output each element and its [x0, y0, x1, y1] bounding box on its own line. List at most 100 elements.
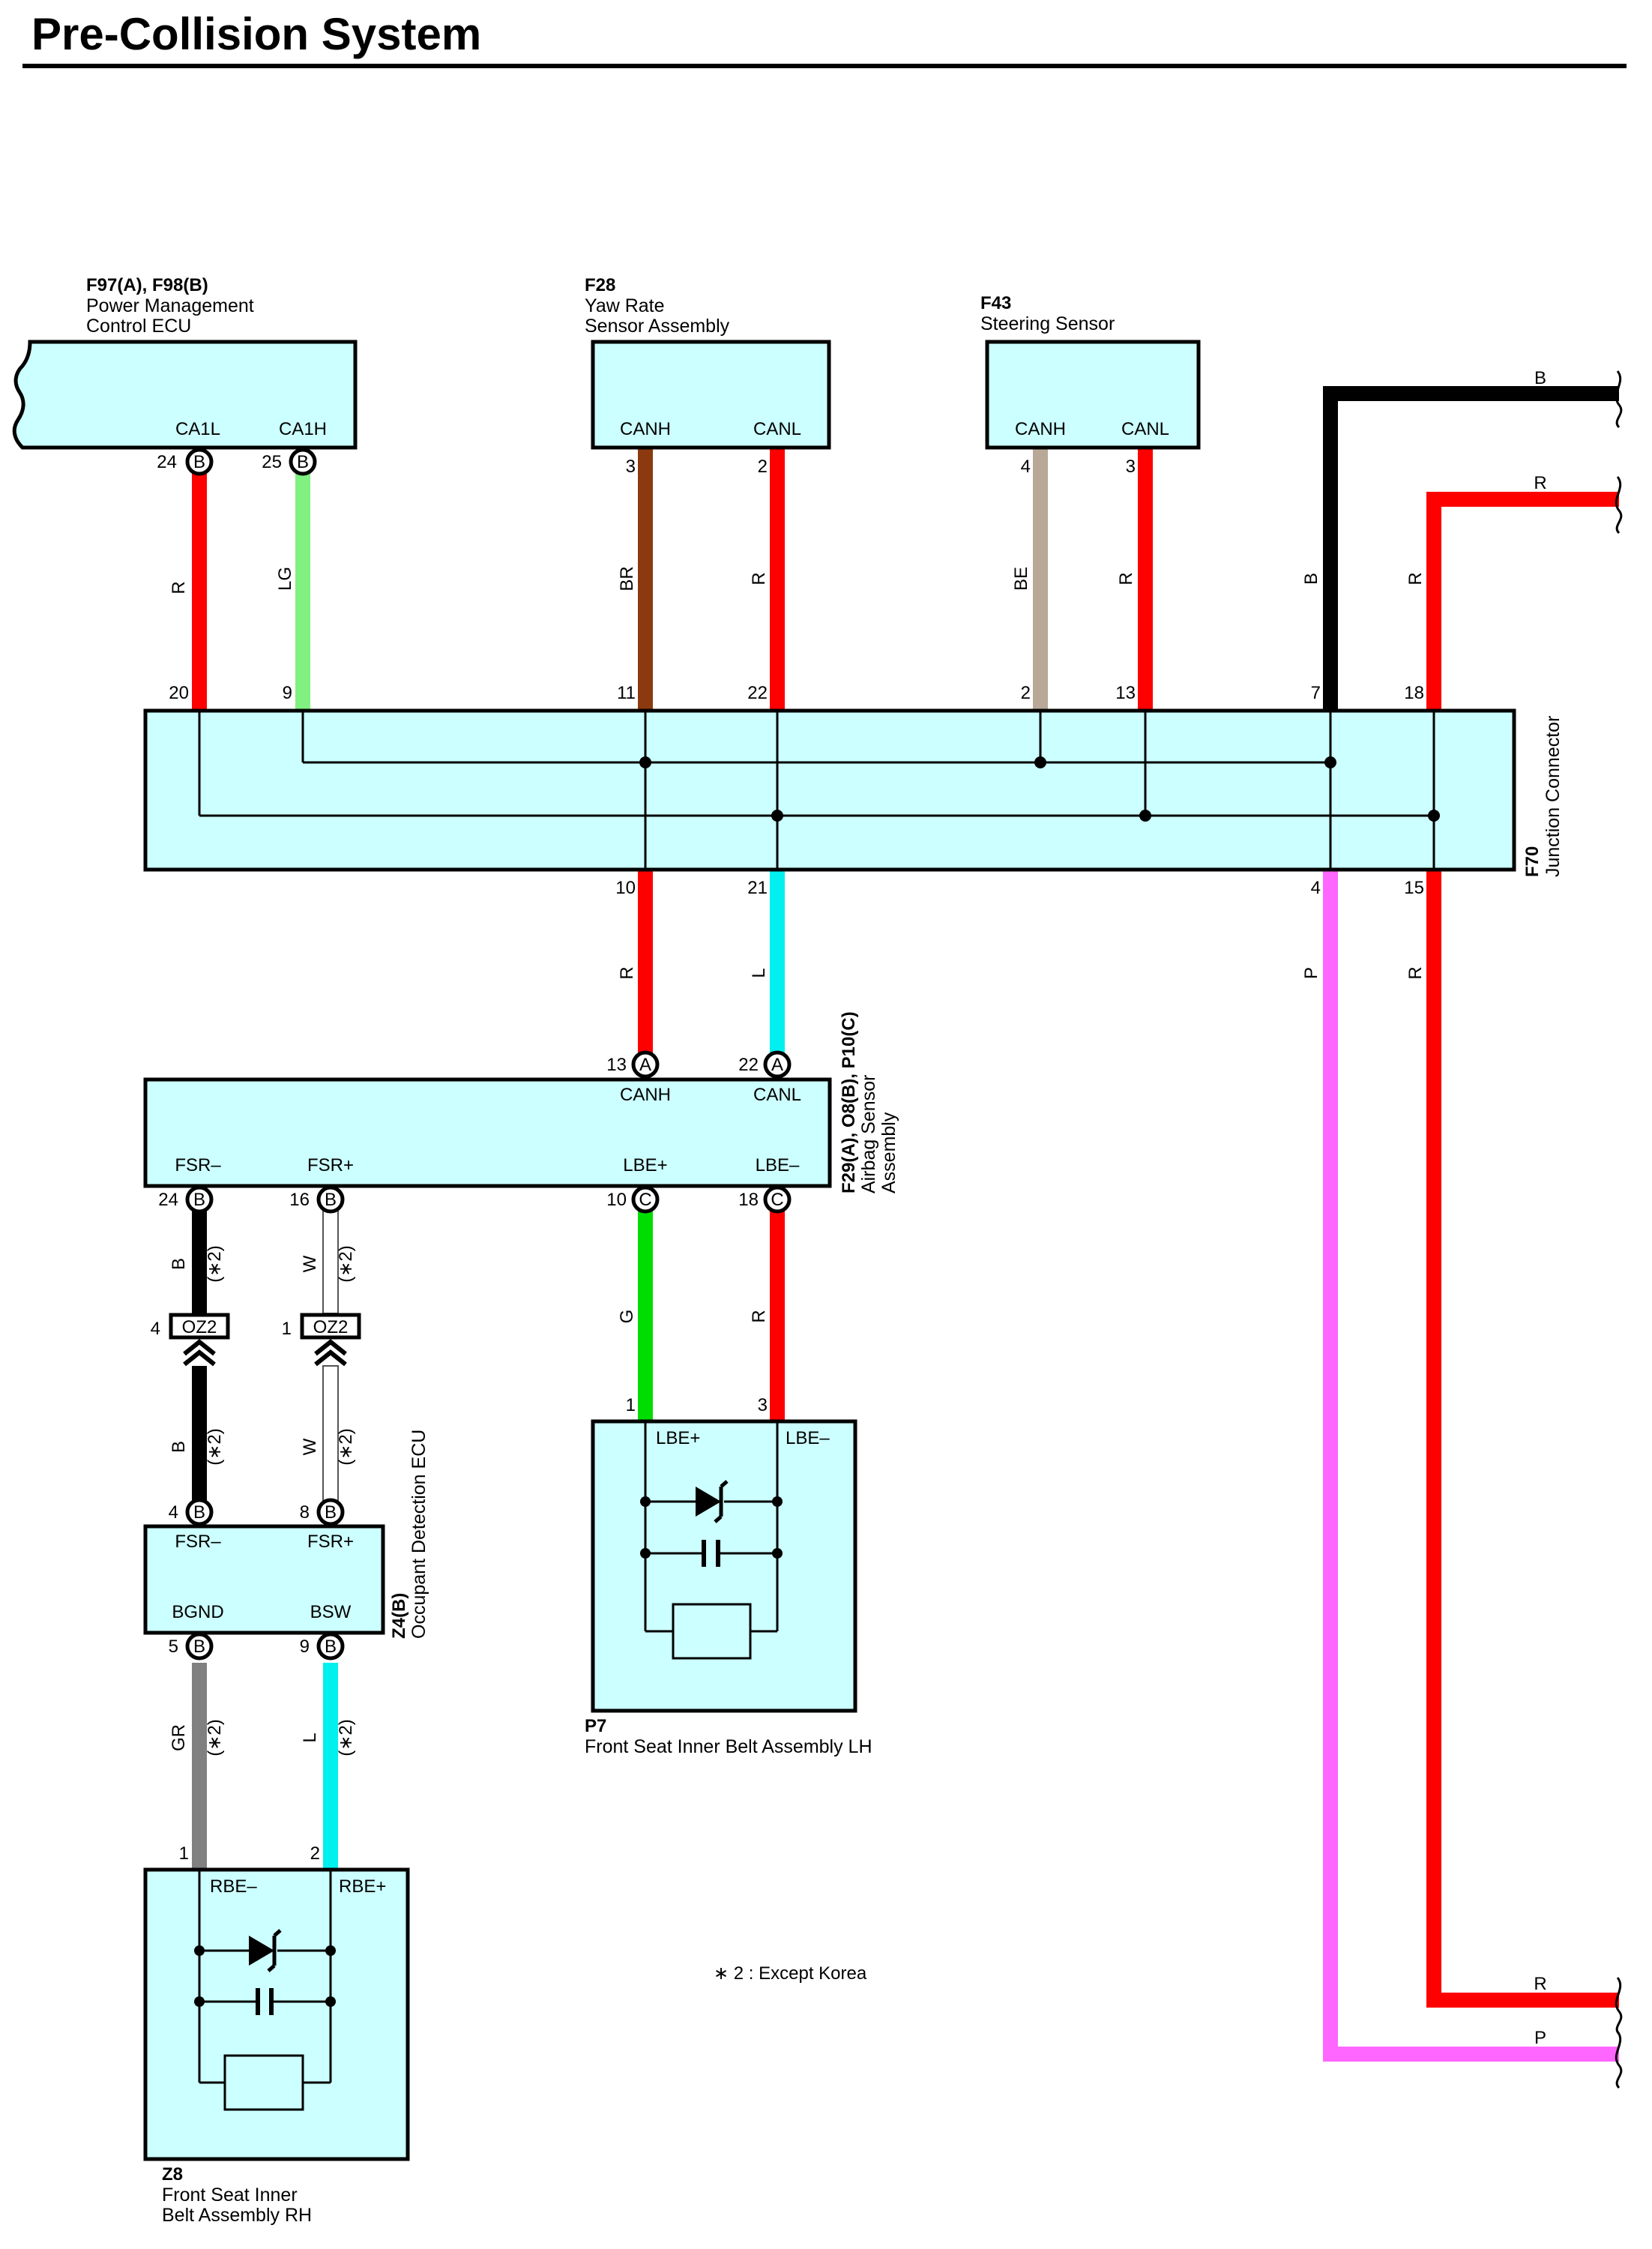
marker-airbag-13: A: [631, 1050, 660, 1079]
svg-text:13: 13: [1115, 683, 1136, 703]
belt-rh-name-1: Front Seat Inner: [162, 2185, 298, 2206]
pmc-ecu-box: [12, 340, 358, 450]
svg-text:(∗2): (∗2): [205, 1719, 225, 1756]
svg-text:B: B: [1534, 368, 1546, 388]
svg-text:BE: BE: [1011, 567, 1031, 591]
svg-text:25: 25: [262, 452, 282, 472]
svg-text:3: 3: [1126, 457, 1136, 477]
wire-oz2-b: [192, 1366, 207, 1502]
belt-lh-box: [591, 1419, 857, 1713]
svg-text:(∗2): (∗2): [336, 1719, 356, 1756]
pin-name-occ-bgnd: BGND: [172, 1602, 223, 1622]
occupant-ecu-name: Occupant Detection ECU: [409, 1430, 429, 1639]
marker-airbag-22: A: [763, 1050, 792, 1079]
marker-pmc-25: B: [289, 448, 317, 476]
pin-name-airbag-fsr-plus: FSR+: [307, 1155, 354, 1175]
wires: [192, 386, 1619, 2062]
svg-text:18: 18: [1404, 683, 1424, 703]
svg-text:(∗2): (∗2): [336, 1245, 356, 1282]
wire-steer-canl: [1138, 448, 1153, 712]
svg-text:A: A: [639, 1055, 651, 1075]
capacitor-icon: [256, 1988, 274, 2015]
pin-name-airbag-lbe-plus: LBE+: [623, 1155, 667, 1175]
svg-text:3: 3: [758, 1395, 768, 1415]
wire-right-r-top: [1426, 492, 1619, 712]
airbag-sensor-name-1: Airbag Sensor: [858, 1075, 879, 1193]
marker-airbag-18: C: [763, 1185, 792, 1214]
wire-yaw-canh: [638, 448, 653, 712]
svg-text:B: B: [169, 1258, 189, 1270]
wire-jc-r-10: [638, 870, 653, 1063]
svg-text:4: 4: [1021, 457, 1031, 477]
svg-text:B: B: [193, 1190, 205, 1210]
oz2-connector-1: OZ2 4: [151, 1313, 230, 1367]
junction-connector-box: [143, 708, 1516, 872]
svg-text:24: 24: [158, 1190, 178, 1210]
belt-lh-name: Front Seat Inner Belt Assembly LH: [585, 1736, 872, 1757]
svg-text:3: 3: [626, 457, 636, 477]
airbag-sensor-box: [143, 1077, 832, 1188]
svg-text:L: L: [749, 968, 769, 978]
pin-name-airbag-fsr-minus: FSR–: [175, 1155, 221, 1175]
connector-markers: B B A A B B C C B B B B: [185, 448, 792, 1661]
svg-text:2: 2: [1021, 683, 1031, 703]
oz2-label: OZ2: [182, 1317, 217, 1337]
steering-sensor-box: [985, 340, 1201, 450]
svg-text:C: C: [771, 1190, 783, 1210]
wire-color-labels: R LG BR R BE R B R R L P R B W G R B W G…: [169, 368, 1547, 2048]
svg-text:(∗2): (∗2): [205, 1245, 225, 1282]
tvs-diode-icon: [249, 1936, 274, 1966]
svg-text:R: R: [1405, 966, 1426, 979]
svg-text:C: C: [639, 1190, 651, 1210]
airbag-sensor-code: F29(A), O8(B), P10(C): [839, 1011, 859, 1193]
svg-text:GR: GR: [169, 1724, 189, 1751]
svg-text:7: 7: [1311, 683, 1321, 703]
pin-name-airbag-canl: CANL: [753, 1085, 801, 1105]
svg-text:4: 4: [169, 1502, 178, 1523]
wire-jc-p-4: [1323, 870, 1619, 2062]
pin-name-belt-lh-lbe-plus: LBE+: [656, 1428, 700, 1448]
tvs-diode-icon: [696, 1487, 721, 1517]
svg-text:1: 1: [179, 1843, 189, 1864]
svg-text:(∗2): (∗2): [336, 1428, 356, 1465]
pin-name-occ-fsr-minus: FSR–: [175, 1532, 221, 1552]
svg-text:22: 22: [738, 1055, 759, 1075]
wire-pmc-ca1h: [295, 471, 310, 712]
pin-name-ca1l: CA1L: [175, 419, 220, 439]
belt-rh-circuit: [194, 1870, 336, 2111]
svg-text:P: P: [1301, 967, 1321, 979]
marker-occ-8: B: [316, 1498, 345, 1526]
airbag-sensor-name-2: Assembly: [878, 1112, 899, 1193]
steering-sensor-code: F43: [980, 293, 1011, 313]
svg-text:W: W: [300, 1255, 320, 1272]
yaw-sensor-box: [591, 340, 831, 450]
belt-lh-circuit: [640, 1421, 783, 1660]
pin-name-airbag-lbe-minus: LBE–: [756, 1155, 800, 1175]
svg-text:24: 24: [157, 452, 177, 472]
svg-text:13: 13: [606, 1055, 627, 1075]
svg-text:1: 1: [626, 1395, 636, 1415]
svg-text:B: B: [297, 452, 309, 472]
pin-name-belt-lh-lbe-minus: LBE–: [786, 1428, 830, 1448]
title-rule: [22, 64, 1627, 68]
svg-text:R: R: [749, 572, 769, 585]
belt-rh-code: Z8: [162, 2164, 183, 2185]
wire-jc-l-21: [770, 870, 785, 1063]
svg-text:B: B: [325, 1637, 337, 1657]
svg-text:4: 4: [1311, 878, 1321, 898]
wire-occ-bsw: [323, 1663, 338, 1871]
svg-text:22: 22: [747, 683, 768, 703]
capacitor-icon: [702, 1540, 720, 1567]
pin-name-airbag-canh: CANH: [620, 1085, 671, 1105]
wire-airbag-lbe-plus: [638, 1210, 653, 1421]
svg-text:20: 20: [169, 683, 189, 703]
pin-name-yaw-canl: CANL: [753, 419, 801, 439]
belt-rh-box: [143, 1867, 410, 2161]
svg-text:B: B: [193, 452, 205, 472]
pin-numbers: 24 25 3 2 4 3 20 9 11 22 2 13 7 18 10 21…: [157, 452, 1424, 1864]
pin-name-belt-rh-rbe-minus: RBE–: [210, 1876, 257, 1897]
occupant-ecu-code: Z4(B): [389, 1593, 409, 1639]
oz2-connector-2: OZ2 1: [282, 1313, 361, 1367]
svg-text:B: B: [325, 1502, 337, 1523]
page-title: Pre-Collision System: [31, 9, 481, 59]
